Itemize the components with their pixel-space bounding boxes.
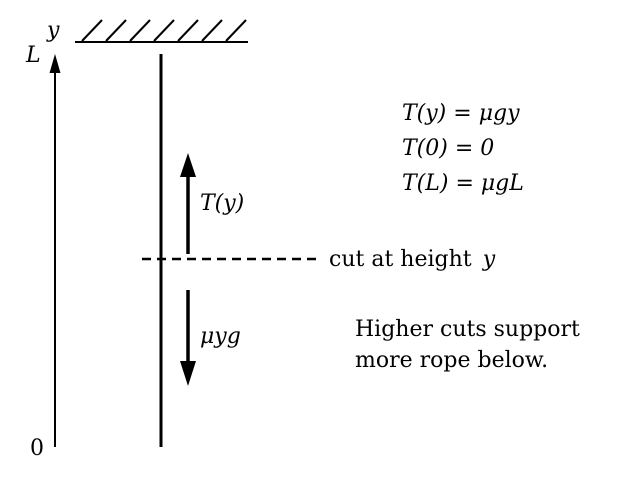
note-line-2: more rope below.	[355, 348, 548, 373]
ceiling-hatching	[81, 19, 247, 42]
weight-arrow-down	[180, 290, 196, 386]
cut-label-var: y	[482, 247, 496, 272]
cut-label-text: cut at height	[329, 247, 472, 272]
equation-top: T(L) = μgL	[402, 171, 524, 196]
note-line-1: Higher cuts support	[355, 317, 580, 342]
equation-bottom: T(0) = 0	[402, 136, 494, 161]
arrowhead-down-icon	[180, 361, 196, 386]
axis-name-label: y	[46, 18, 60, 43]
explanation-note: Higher cuts support more rope below.	[355, 317, 580, 373]
tension-arrow-up	[180, 153, 196, 254]
tension-label: T(y)	[200, 191, 244, 216]
cut-label: cut at height y	[329, 247, 496, 272]
axis-top-label: L	[25, 43, 41, 68]
ceiling-support	[75, 19, 248, 43]
y-axis-arrowhead	[49, 54, 61, 73]
weight-label: μyg	[200, 324, 241, 349]
equations: T(y) = μgy T(0) = 0 T(L) = μgL	[402, 101, 524, 196]
equation-general: T(y) = μgy	[402, 101, 520, 126]
axis-bottom-label: 0	[30, 436, 44, 461]
y-axis	[49, 54, 61, 447]
arrowhead-up-icon	[180, 153, 196, 177]
